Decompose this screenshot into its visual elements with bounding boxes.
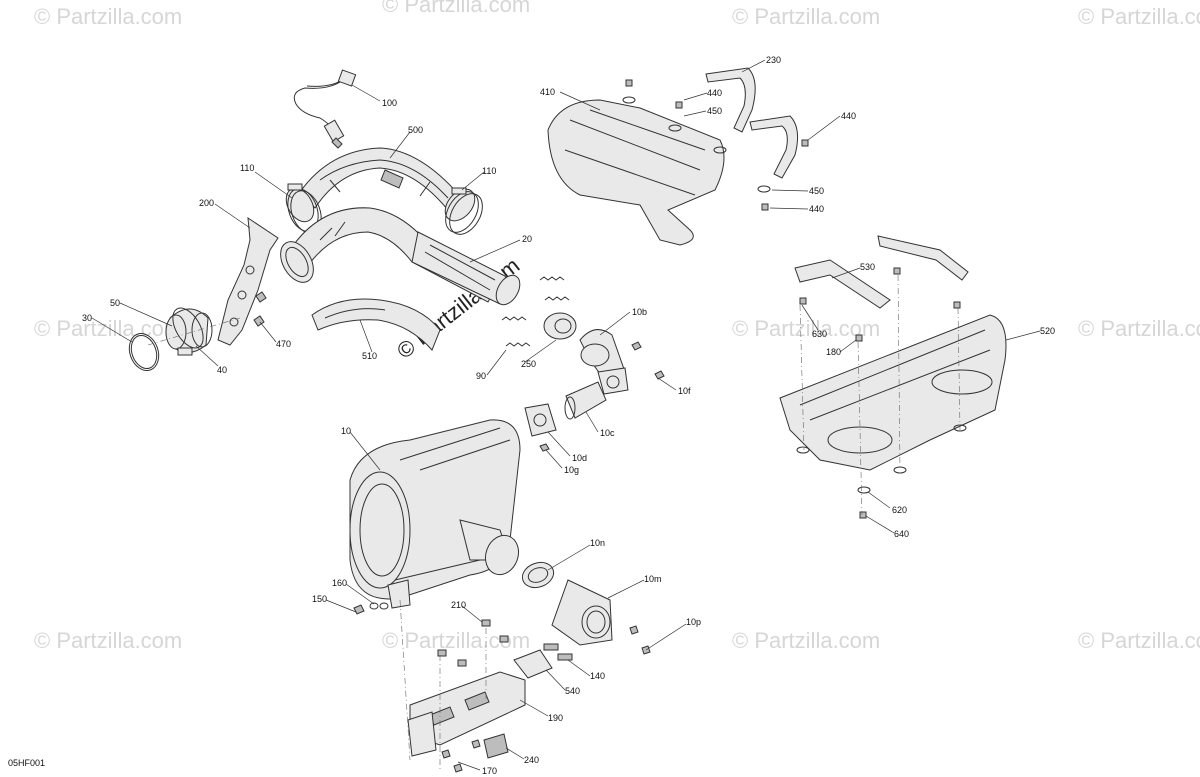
bolt-10p: [629, 625, 651, 655]
tailpipe-10m: [551, 579, 613, 646]
watermark: © Partzilla.com: [34, 4, 183, 29]
bolts-150-160: [353, 602, 389, 615]
callout-510[interactable]: 510: [362, 351, 378, 361]
callout-90[interactable]: 90: [476, 371, 487, 381]
leader-lines: [91, 59, 1041, 771]
callout-110[interactable]: 110: [482, 166, 497, 176]
sleeve-10n: [521, 561, 555, 589]
assembly-center-lines: [147, 274, 961, 770]
ring-seal: [543, 312, 577, 340]
clamp-50: [172, 307, 204, 356]
callout-160[interactable]: 160: [332, 578, 348, 588]
callout-20[interactable]: 20: [522, 234, 533, 244]
callout-140[interactable]: 140: [590, 671, 606, 681]
bracket-200: [217, 217, 279, 346]
callout-250[interactable]: 250: [521, 359, 537, 369]
pipe-10c: [564, 381, 607, 420]
callout-200[interactable]: 200: [199, 198, 215, 208]
callout-450[interactable]: 450: [707, 106, 723, 116]
brackets-230: [705, 67, 799, 179]
bolts-10f: [631, 341, 665, 380]
watermark: © Partzilla.com: [34, 316, 183, 341]
callout-630[interactable]: 630: [812, 329, 828, 339]
watermark: © Partzilla.com: [34, 628, 183, 653]
callout-440[interactable]: 440: [841, 111, 857, 121]
callout-640[interactable]: 640: [894, 529, 910, 539]
callout-440[interactable]: 440: [707, 88, 723, 98]
callout-500[interactable]: 500: [408, 125, 424, 135]
heat-shield-410: [547, 99, 725, 246]
gasket-10d: [524, 403, 557, 437]
muffler-10: [349, 419, 521, 609]
fasteners-620-640: [796, 267, 967, 519]
callout-50[interactable]: 50: [110, 298, 121, 308]
callout-180[interactable]: 180: [826, 347, 842, 357]
callout-210[interactable]: 210: [451, 600, 467, 610]
oxygen-sensor-100: [293, 69, 357, 149]
fasteners-440-450-right: [757, 139, 809, 211]
callout-10n[interactable]: 10n: [590, 538, 606, 548]
watermark: © Partzilla.com: [1078, 316, 1200, 341]
callout-190[interactable]: 190: [548, 713, 564, 723]
nut-10g: [539, 443, 550, 452]
fasteners-440-450-top: [622, 79, 727, 154]
heat-shield-510: [311, 298, 441, 351]
callout-450[interactable]: 450: [809, 186, 825, 196]
gasket-30: [128, 333, 160, 371]
callout-470[interactable]: 470: [276, 339, 292, 349]
callout-10p[interactable]: 10p: [686, 617, 702, 627]
bolt-470: [253, 291, 267, 327]
springs-90-250: [501, 276, 570, 347]
bracket-530: [794, 235, 969, 309]
heat-shield-520: [779, 314, 1007, 471]
callout-30[interactable]: 30: [82, 313, 93, 323]
watermark: © Partzilla.com: [1078, 628, 1200, 653]
callout-110[interactable]: 110: [240, 163, 255, 173]
bracket-540: [513, 643, 573, 679]
bracket-190: [407, 671, 526, 757]
callout-10g[interactable]: 10g: [564, 465, 580, 475]
callout-520[interactable]: 520: [1040, 326, 1056, 336]
callout-170[interactable]: 170: [482, 766, 498, 776]
callout-150[interactable]: 150: [312, 594, 328, 604]
callout-240[interactable]: 240: [524, 755, 540, 765]
damper-240: [483, 733, 509, 759]
nuts-170: [441, 739, 481, 773]
callout-10b[interactable]: 10b: [632, 307, 648, 317]
watermark: © Partzilla.com: [732, 4, 881, 29]
callout-620[interactable]: 620: [892, 505, 908, 515]
callout-10c[interactable]: 10c: [600, 428, 615, 438]
exhaust-pipe-20: [280, 207, 521, 306]
callout-10f[interactable]: 10f: [678, 386, 691, 396]
callout-410[interactable]: 410: [540, 87, 556, 97]
callout-230[interactable]: 230: [766, 55, 782, 65]
callout-40[interactable]: 40: [217, 365, 228, 375]
elbow-10b: [579, 329, 629, 395]
callout-10m[interactable]: 10m: [644, 574, 662, 584]
callout-440[interactable]: 440: [809, 204, 825, 214]
watermark: © Partzilla.com: [1078, 4, 1200, 29]
callout-540[interactable]: 540: [565, 686, 581, 696]
watermark: © Partzilla.com: [732, 628, 881, 653]
callout-10d[interactable]: 10d: [572, 453, 588, 463]
callout-100[interactable]: 100: [382, 98, 398, 108]
clamp-110-right: [445, 187, 483, 235]
diagram-code: 05HF001: [8, 758, 46, 768]
watermark: © Partzilla.com: [382, 0, 531, 17]
callout-10[interactable]: 10: [341, 426, 352, 436]
callout-530[interactable]: 530: [860, 262, 876, 272]
bolts-210: [437, 619, 509, 667]
